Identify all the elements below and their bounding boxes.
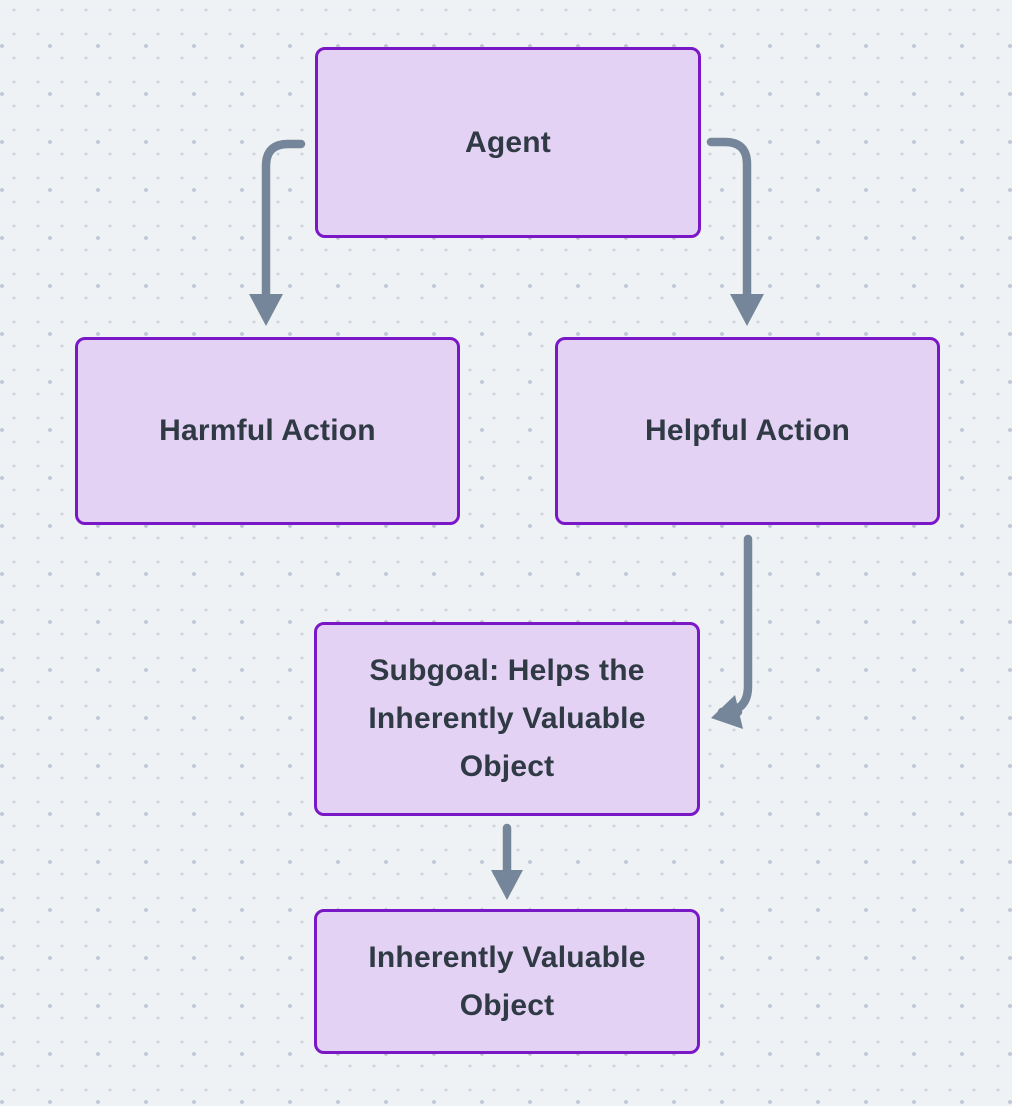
edge-subgoal-to-inherently-valuable-object [491,823,523,900]
node-agent[interactable]: Agent [315,47,701,238]
node-subgoal-label: Subgoal: Helps the Inherently Valuable O… [368,654,646,783]
edge-agent-to-helpful-action [706,137,764,326]
node-agent-label: Agent [465,125,551,159]
arrowhead-down-icon [730,294,764,326]
edge-helpful-action-to-subgoal-line [717,534,753,717]
node-helpful-action[interactable]: Helpful Action [555,337,940,525]
node-helpful-action-label: Helpful Action [644,414,850,447]
arrowhead-down-icon [249,294,283,326]
arrowhead-down-icon [491,870,523,900]
node-inherently-valuable-object-label: Inherently Valuable Object [368,940,646,1022]
edge-agent-to-harmful-action-line [261,139,306,301]
node-harmful-action[interactable]: Harmful Action [75,337,460,525]
arrowhead-left-icon [711,695,743,729]
edge-agent-to-harmful-action [249,139,306,326]
edge-agent-to-helpful-action-line [706,137,752,301]
node-harmful-action-label: Harmful Action [159,414,376,447]
node-subgoal[interactable]: Subgoal: Helps the Inherently Valuable O… [314,622,700,816]
node-inherently-valuable-object[interactable]: Inherently Valuable Object [314,909,700,1054]
edge-helpful-action-to-subgoal [711,534,753,729]
